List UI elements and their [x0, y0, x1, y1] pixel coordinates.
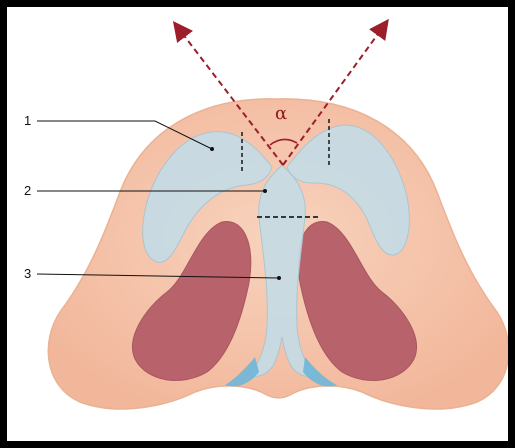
callout-dot-3 — [277, 276, 281, 280]
callout-dot-1 — [210, 147, 214, 151]
callout-dot-2 — [263, 189, 267, 193]
diagram-canvas: α 1 2 3 — [7, 7, 515, 448]
callout-label-3: 3 — [24, 266, 31, 281]
angle-label: α — [275, 103, 287, 124]
callout-label-2: 2 — [24, 183, 31, 198]
callout-label-1: 1 — [24, 113, 31, 128]
